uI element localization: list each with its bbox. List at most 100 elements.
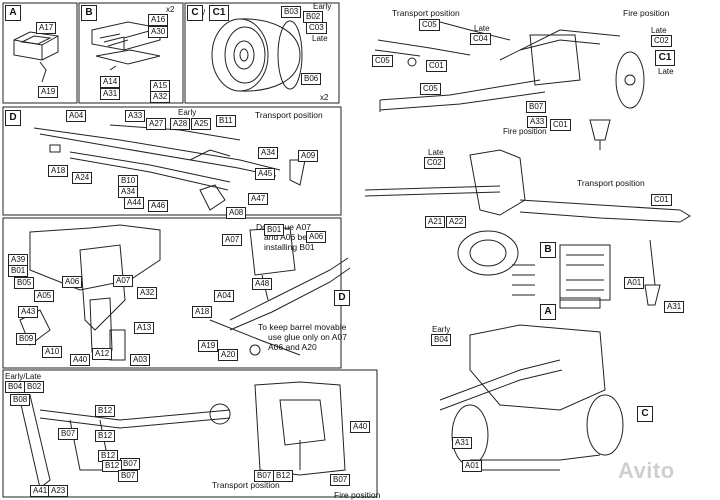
wheel-drawing xyxy=(211,18,303,92)
part-label: A09 xyxy=(298,150,319,162)
early-late-label: Early/Late xyxy=(5,372,42,381)
part-label: A13 xyxy=(134,322,155,334)
part-label: A19 xyxy=(38,86,59,98)
part-label: A30 xyxy=(148,26,169,38)
part-label: A45 xyxy=(255,168,276,180)
part-label: A33 xyxy=(527,116,548,128)
fire-position-label: Fire position xyxy=(623,8,670,18)
part-label: A14 xyxy=(100,76,121,88)
late-label: Late xyxy=(428,148,444,157)
part-label: C03 xyxy=(306,22,327,34)
part-label: B04 xyxy=(5,381,26,393)
part-label: A23 xyxy=(48,485,69,497)
part-label: B01 xyxy=(8,265,29,277)
part-label: A32 xyxy=(137,287,158,299)
panel-d-ref: D xyxy=(334,290,350,306)
part-label: A06 xyxy=(306,231,327,243)
panel-b-ref: B xyxy=(540,242,556,258)
part-label: C05 xyxy=(372,55,393,67)
note-line: A06 and A20 xyxy=(268,342,317,352)
note-line: installing B01 xyxy=(264,242,315,252)
part-label: A43 xyxy=(18,306,39,318)
separator: / xyxy=(203,8,206,17)
part-label: A46 xyxy=(148,200,169,212)
part-label: A05 xyxy=(34,290,55,302)
part-label: A04 xyxy=(66,110,87,122)
part-label: A31 xyxy=(452,437,473,449)
part-label: A03 xyxy=(130,354,151,366)
part-label: A39 xyxy=(8,254,29,266)
part-label: B07 xyxy=(120,458,141,470)
part-label: B12 xyxy=(95,430,116,442)
part-label: C01 xyxy=(426,60,447,72)
part-label: A18 xyxy=(192,306,213,318)
gun-transport-position-drawing xyxy=(364,149,691,309)
part-label: C01 xyxy=(550,119,571,131)
part-label: B09 xyxy=(16,333,37,345)
part-label: B07 xyxy=(118,470,139,482)
part-label: A31 xyxy=(100,88,121,100)
part-label: A01 xyxy=(462,460,483,472)
transport-position-label: Transport position xyxy=(577,178,645,188)
early-label: Early xyxy=(178,108,197,117)
part-label: A31 xyxy=(664,301,685,313)
note-line: and A06 before xyxy=(264,232,322,242)
transport-position-label: Transport position xyxy=(212,480,280,490)
part-label: A10 xyxy=(42,346,63,358)
part-label: A44 xyxy=(124,197,145,209)
part-label: A18 xyxy=(48,165,69,177)
part-label: A07 xyxy=(222,234,243,246)
part-label: B05 xyxy=(14,277,35,289)
part-label: B11 xyxy=(216,115,236,127)
part-label: A06 xyxy=(62,276,83,288)
late-label: Late xyxy=(474,24,490,33)
part-a-block xyxy=(13,31,59,83)
part-label: B04 xyxy=(431,334,452,346)
part-label: B12 xyxy=(95,405,116,417)
quantity-label: x2 xyxy=(320,93,329,102)
note-line: To keep barrel movable xyxy=(258,322,347,332)
panel-c-ref: C xyxy=(637,406,653,422)
late-label: Late xyxy=(658,67,674,76)
part-label: C05 xyxy=(420,83,441,95)
part-label: A21 xyxy=(425,216,446,228)
part-label: A22 xyxy=(446,216,467,228)
panel-b-letter: B xyxy=(81,5,97,21)
part-label: B07 xyxy=(330,474,351,486)
part-label: A48 xyxy=(252,278,273,290)
part-label: B07 xyxy=(526,101,547,113)
part-label: A01 xyxy=(624,277,645,289)
part-label: C05 xyxy=(419,19,440,31)
part-label: A33 xyxy=(125,110,146,122)
part-label: A24 xyxy=(72,172,93,184)
part-label: B07 xyxy=(58,428,79,440)
part-label: B01 xyxy=(264,224,285,236)
part-label: A27 xyxy=(146,118,167,130)
panel-c-letter: C xyxy=(187,5,203,21)
part-label: B06 xyxy=(301,73,322,85)
gun-shield-drawing xyxy=(254,381,346,476)
panel-a-ref: A xyxy=(540,304,556,320)
gun-fire-position-drawing xyxy=(374,21,645,150)
transport-note: Transport position xyxy=(255,110,323,120)
part-label: A17 xyxy=(36,22,57,34)
part-label: A34 xyxy=(258,147,279,159)
part-label: B08 xyxy=(10,394,31,406)
part-label: C01 xyxy=(651,194,672,206)
fire-position-label: Fire position xyxy=(334,490,381,500)
part-label: A20 xyxy=(218,349,239,361)
part-label: A25 xyxy=(191,118,212,130)
fire-position-small: Fire position xyxy=(503,127,547,136)
part-label: A19 xyxy=(198,340,219,352)
panel-a-letter: A xyxy=(5,5,21,21)
part-label: B12 xyxy=(273,470,294,482)
early-label: Early xyxy=(432,325,451,334)
late-label: Late xyxy=(312,34,328,43)
gun-rear-view-drawing xyxy=(439,324,624,471)
panel-d-letter: D xyxy=(5,110,21,126)
transport-position-label: Transport position xyxy=(392,8,460,18)
part-label: A16 xyxy=(148,14,169,26)
trail-drawing xyxy=(33,124,306,211)
